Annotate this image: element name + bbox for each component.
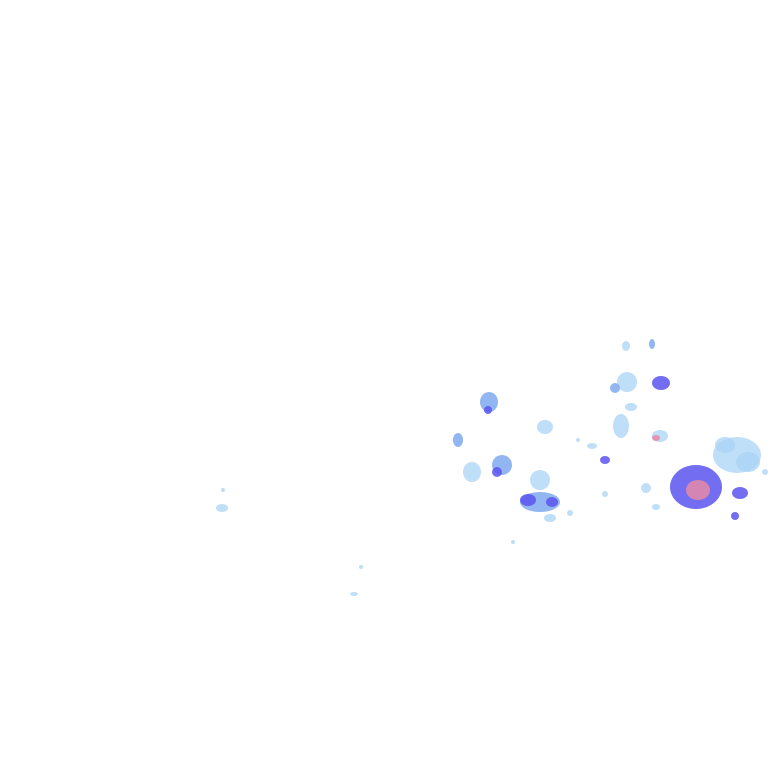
precipitation-echo-heavy <box>484 406 492 414</box>
precipitation-echo-light <box>617 372 637 392</box>
precipitation-echo-light <box>625 403 637 411</box>
precipitation-echo-heavy <box>492 467 502 477</box>
precipitation-echo-light <box>530 470 550 490</box>
precipitation-echo-light <box>537 420 553 434</box>
precipitation-echo-light <box>602 491 608 497</box>
precipitation-echo-light <box>463 462 481 482</box>
precipitation-echo-intense <box>652 435 660 441</box>
precipitation-echo-light <box>359 565 363 569</box>
precipitation-echo-heavy <box>652 376 670 390</box>
precipitation-echo-light <box>736 452 760 472</box>
precipitation-echo-light <box>511 540 515 544</box>
precipitation-echo-light <box>544 514 556 522</box>
precipitation-echo-heavy <box>731 512 739 520</box>
precipitation-echo-light <box>221 488 225 492</box>
precipitation-echo-light <box>622 341 630 351</box>
precipitation-echo-moderate <box>610 383 620 393</box>
precipitation-echo-heavy <box>600 456 610 464</box>
precipitation-echo-moderate <box>480 392 498 412</box>
precipitation-echo-light <box>587 443 597 449</box>
precipitation-echo-light <box>652 504 660 510</box>
precipitation-echo-heavy <box>732 487 748 499</box>
precipitation-echo-intense <box>686 480 710 500</box>
precipitation-echo-heavy <box>546 497 558 507</box>
precipitation-echo-light <box>567 510 573 516</box>
precipitation-echo-light <box>762 469 768 475</box>
precipitation-echo-moderate <box>649 339 655 349</box>
precipitation-echo-light <box>350 592 358 596</box>
precipitation-echo-light <box>715 437 735 453</box>
precipitation-echo-light <box>216 504 228 512</box>
precipitation-echo-moderate <box>453 433 463 447</box>
precipitation-echo-light <box>641 483 651 493</box>
precipitation-echo-light <box>613 414 629 438</box>
precipitation-echo-light <box>576 438 580 442</box>
precipitation-echo-heavy <box>520 494 536 506</box>
